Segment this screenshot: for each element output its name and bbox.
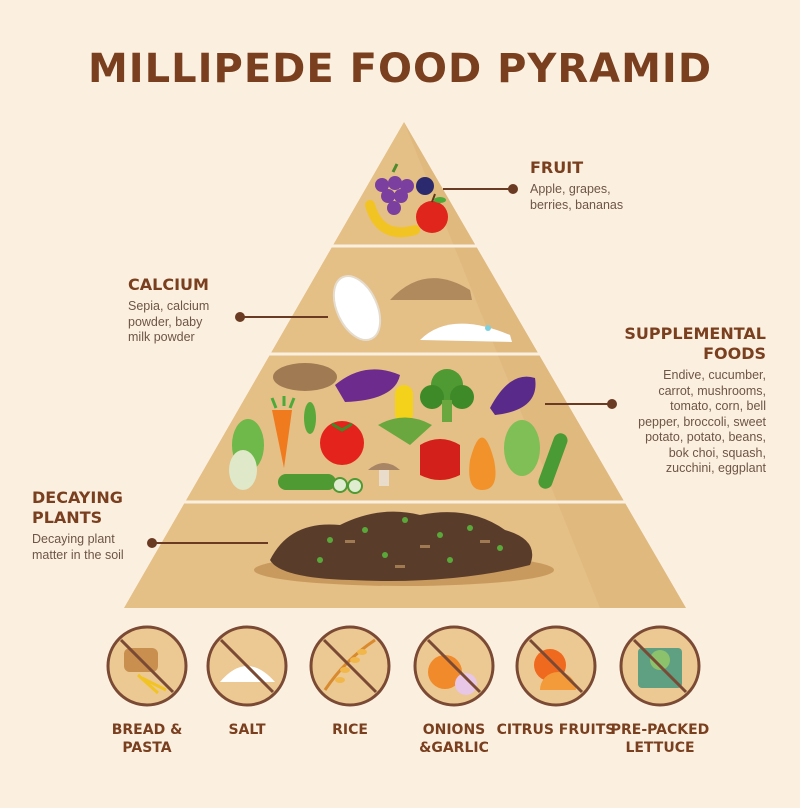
salt-icon [206,625,288,707]
lettuce-pack-icon [619,625,701,707]
avoid-icons [106,625,701,707]
supplemental-label: SUPPLEMENTAL FOODS Endive, cucumber, car… [618,324,766,477]
vegetables-illustration [229,363,568,494]
avoid-label-salt: SALT [228,722,266,738]
calcium-heading: CALCIUM [128,275,209,294]
fruit-illustration [365,163,448,238]
avoid-label-citrus: CITRUS FRUITS [496,722,616,738]
calcium-illustration [332,275,512,342]
calcium-description: Sepia, calcium powder, baby milk powder [128,299,210,344]
calcium-label: CALCIUM Sepia, calcium powder, baby milk… [128,275,228,346]
avoid-label-bread-pasta: BREAD & PASTA [111,722,183,756]
citrus-icon [515,625,597,707]
connector-lines [147,184,617,548]
avoid-label-onions-garlic: ONIONS &GARLIC [419,722,489,756]
fruit-heading: FRUIT [530,158,584,177]
fruit-description: Apple, grapes, berries, bananas [530,182,624,212]
bread-pasta-icon [106,625,188,707]
supplemental-heading: SUPPLEMENTAL FOODS [624,324,766,363]
decaying-description: Decaying plant matter in the soil [32,532,124,562]
onion-garlic-icon [413,625,495,707]
soil-illustration [254,511,554,586]
fruit-label: FRUIT Apple, grapes, berries, bananas [530,158,660,213]
tier-dividers [169,244,634,504]
avoid-label-lettuce: PRE-PACKED LETTUCE [610,722,710,756]
supplemental-description: Endive, cucumber, carrot, mushrooms, tom… [638,368,766,475]
avoid-label-rice: RICE [332,722,368,738]
rice-icon [309,625,391,707]
decaying-label: DECAYING PLANTS Decaying plant matter in… [32,488,132,563]
decaying-heading: DECAYING PLANTS [32,488,123,527]
page-title: MILLIPEDE FOOD PYRAMID [87,46,713,92]
